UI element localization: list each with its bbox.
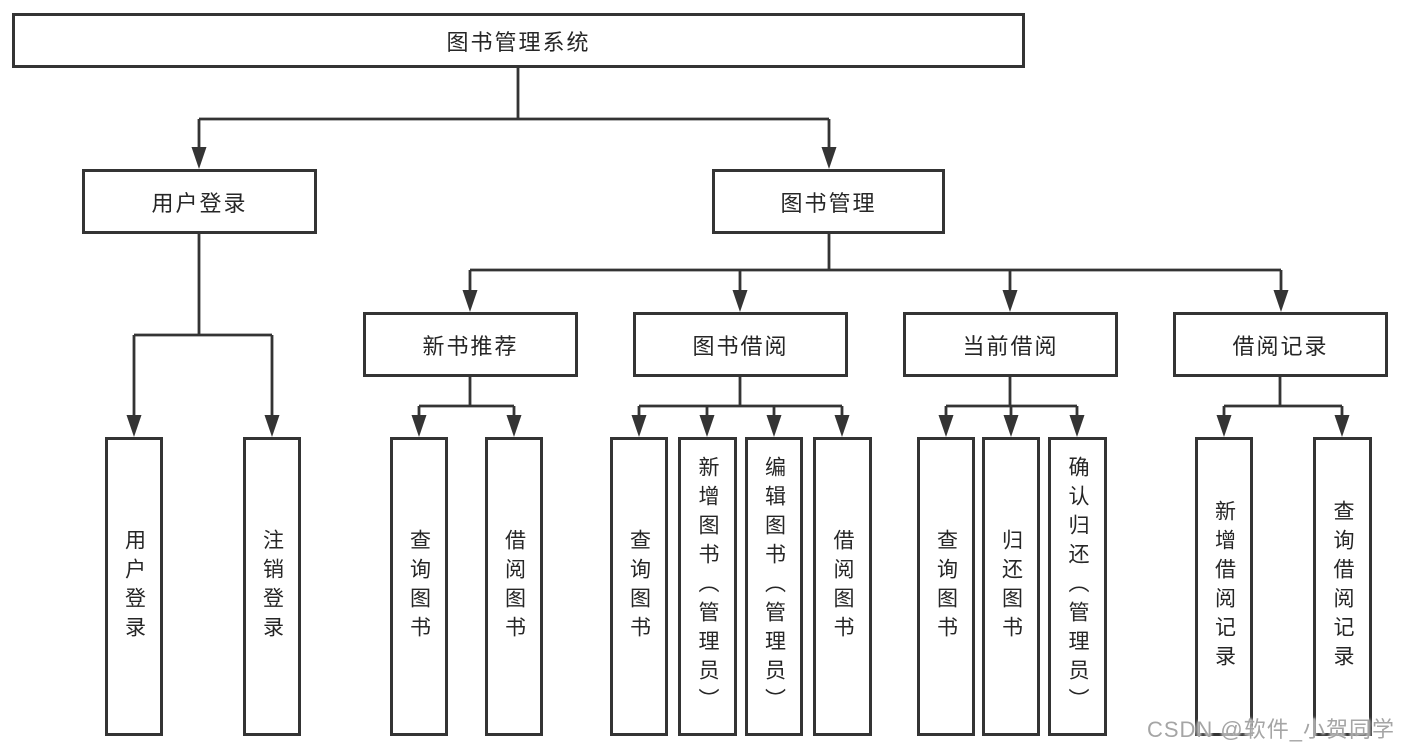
connector-new-book-recommend <box>411 377 522 437</box>
node-root: 图书管理系统 <box>12 13 1025 68</box>
node-new-book-recommend: 新书推荐 <box>363 312 578 377</box>
node-label: 查询图书 <box>407 528 431 645</box>
node-label: 当前借阅 <box>962 333 1059 359</box>
node-label: 用户登录 <box>151 190 248 216</box>
node-leaf-recommend-query-books: 查询图书 <box>390 437 448 736</box>
node-label: 查询借阅记录 <box>1331 499 1354 674</box>
node-leaf-borrow-query-books: 查询图书 <box>610 437 668 736</box>
node-label: 注销登录 <box>260 528 284 645</box>
node-leaf-return-books: 归还图书 <box>982 437 1040 736</box>
node-label: 借阅图书 <box>831 528 854 645</box>
node-leaf-current-query-books: 查询图书 <box>917 437 975 736</box>
node-leaf-add-books-admin: 新增图书（管理员） <box>678 437 737 736</box>
node-book-borrow: 图书借阅 <box>633 312 848 377</box>
node-leaf-logout: 注销登录 <box>243 437 301 736</box>
watermark: CSDN @软件_小贺同学 <box>1146 717 1395 742</box>
node-leaf-recommend-borrow-books: 借阅图书 <box>485 437 543 736</box>
node-label: 用户登录 <box>122 528 146 645</box>
node-label: 图书管理系统 <box>446 29 591 55</box>
node-label: 确认归还（管理员） <box>1066 456 1089 717</box>
node-leaf-edit-books-admin: 编辑图书（管理员） <box>745 437 803 736</box>
node-leaf-add-borrow-record: 新增借阅记录 <box>1195 437 1253 736</box>
connector-borrow-records <box>1216 377 1350 437</box>
node-user-login: 用户登录 <box>82 169 317 234</box>
connector-root <box>191 68 837 169</box>
node-label: 新增图书（管理员） <box>696 456 719 717</box>
node-label: 图书管理 <box>780 190 877 216</box>
node-label: 新书推荐 <box>422 333 519 359</box>
node-label: 归还图书 <box>999 528 1023 645</box>
node-label: 查询图书 <box>627 528 651 645</box>
node-book-management: 图书管理 <box>712 169 945 234</box>
connector-book-management <box>462 234 1289 312</box>
node-label: 查询图书 <box>934 528 958 645</box>
node-leaf-borrow-books: 借阅图书 <box>813 437 872 736</box>
node-leaf-user-login: 用户登录 <box>105 437 163 736</box>
connector-current-borrow <box>938 377 1085 437</box>
connector-user-login <box>126 234 280 437</box>
node-current-borrow: 当前借阅 <box>903 312 1118 377</box>
node-leaf-confirm-return-admin: 确认归还（管理员） <box>1048 437 1107 736</box>
node-label: 图书借阅 <box>692 333 789 359</box>
node-borrow-records: 借阅记录 <box>1173 312 1388 377</box>
node-label: 借阅记录 <box>1232 333 1329 359</box>
node-leaf-query-borrow-record: 查询借阅记录 <box>1313 437 1372 736</box>
node-label: 编辑图书（管理员） <box>762 456 786 717</box>
connector-book-borrow <box>631 377 850 437</box>
node-label: 借阅图书 <box>502 528 526 645</box>
node-label: 新增借阅记录 <box>1212 499 1236 674</box>
